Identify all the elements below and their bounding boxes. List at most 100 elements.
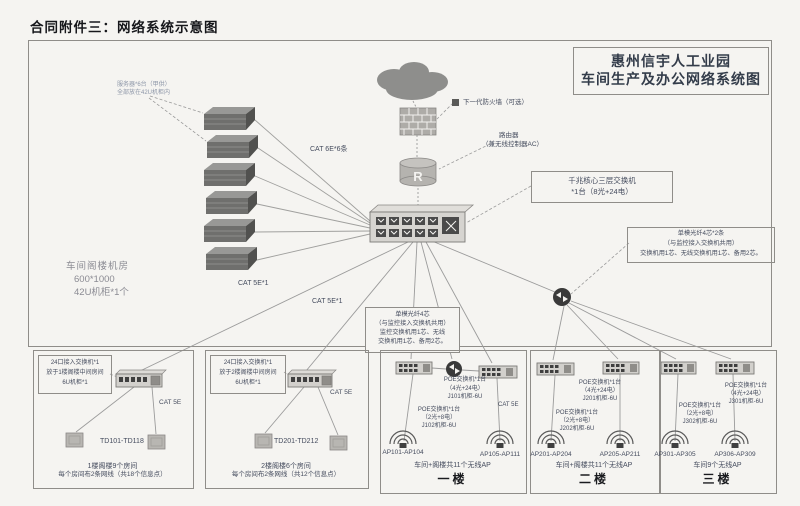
floor2-ap-left-range: AP201-AP204	[530, 451, 572, 458]
room-note-line2: 600*1000	[74, 274, 115, 285]
fiber-note-center-box: 单模光纤4芯 （与监控接入交换机共用） 监控交换机用1芯、无线 交换机用1芯、备…	[365, 307, 460, 353]
poe-switch-icon	[478, 365, 518, 379]
floor2-poe-right-line1: POE交换机*1台	[578, 380, 622, 386]
floor1-poe-left-line1: POE交换机*1台	[417, 407, 461, 413]
floor3-caption: 车间9个无线AP	[693, 462, 742, 469]
attic1-cable-label: CAT 5E	[159, 399, 182, 406]
wall-outlet-icon	[147, 434, 166, 450]
floor2-caption: 车间+阁楼共11个无线AP	[555, 462, 633, 469]
diagram-title-line2: 车间生产及办公网络系统图	[581, 71, 761, 87]
firewall-icon	[399, 99, 459, 136]
poe-switch-icon	[536, 362, 575, 376]
floor2-poe-left-line3: J202机柜-6U	[559, 426, 595, 432]
floor1-poe-right-line3: J101机柜-6U	[447, 394, 483, 400]
panel-internal-lines	[75, 367, 736, 442]
floor3-poe-right-line3: J301机柜-6U	[728, 399, 764, 405]
server-icon	[206, 191, 257, 214]
access-switch-icon	[287, 369, 337, 388]
wall-outlet-icon	[329, 435, 348, 451]
poe-switch-icon	[715, 361, 755, 375]
attic1-caption-line1: 1楼阁楼9个房间	[87, 463, 138, 470]
floor-panel-1	[380, 350, 527, 494]
server-icon	[207, 135, 258, 158]
core-switch-label-line1: 千兆核心三层交换机	[568, 176, 636, 185]
attic1-port-range: TD101-TD118	[100, 438, 144, 445]
cat6-cable-label: CAT 6E*6条	[310, 146, 348, 153]
fiber-note-center-line2: （与监控接入交换机共用）	[375, 320, 450, 327]
wifi-ap-icon	[389, 430, 417, 448]
floor2-poe-right-line3: J201机柜-6U	[582, 396, 618, 402]
core-switch-label-line2: *1台（8光+24电）	[571, 187, 633, 196]
floor2-ap-right-range: AP205-AP211	[599, 451, 641, 458]
server-note-line1: 服务器*6台（甲供）	[117, 82, 171, 88]
attic2-note-line2: 放于2楼阁楼中间房间	[219, 370, 277, 376]
router-icon: R	[399, 157, 437, 187]
label-leader-lines	[109, 95, 630, 379]
wall-outlet-icon	[254, 433, 273, 449]
floor2-poe-left-line2: （2光+8电）	[559, 418, 595, 424]
floor2-poe-left-line1: POE交换机*1台	[555, 410, 599, 416]
floor2-title: 二楼	[578, 472, 609, 486]
page-title: 合同附件三：网络系统示意图	[30, 20, 219, 35]
floor3-poe-left-line3: J302机柜-6U	[682, 419, 718, 425]
server-icon	[206, 247, 257, 270]
attic1-note-line3: 6U机柜*1	[62, 380, 88, 386]
cat5-label-left: CAT 5E*1	[238, 280, 269, 287]
fiber-note-right-box: 单模光纤4芯*2条 （与监控接入交换机共用） 交换机用1芯、无线交换机用1芯、备…	[627, 227, 775, 263]
server-icon	[204, 107, 255, 130]
floor1-title: 一楼	[437, 472, 468, 486]
attic1-switch-note-box: 24口接入交换机*1 放于1楼阁楼中间房间 6U机柜*1	[38, 355, 112, 394]
fiber-note-center-line1: 单模光纤4芯	[395, 311, 430, 318]
server-icon	[204, 163, 255, 186]
attic2-caption-line2: 每个房间布2条网线（共12个信息点）	[231, 471, 341, 478]
floor3-ap-left-range: AP301-AP305	[654, 451, 696, 458]
floor1-ap-left-range: AP101-AP104	[382, 449, 424, 456]
attic2-port-range: TD201-TD212	[274, 438, 319, 445]
poe-switch-icon	[602, 361, 640, 375]
floor3-poe-right-line2: （4光+24电）	[727, 391, 765, 397]
wifi-ap-icon	[486, 430, 514, 448]
fiber-note-center-line4: 交换机用1芯、备用2芯。	[378, 338, 447, 345]
floor2-poe-right-line2: （4光+24电）	[581, 388, 619, 394]
internet-cloud-icon	[377, 62, 448, 100]
wan-chain-lines	[412, 100, 419, 210]
fiber-note-right-line3: 交换机用1芯、无线交换机用1芯、备用2芯。	[640, 250, 762, 257]
room-note-line3: 42U机柜*1个	[74, 287, 129, 298]
floor1-poe-left-line3: J102机柜-6U	[421, 423, 457, 429]
floor3-title: 三楼	[702, 472, 733, 486]
attic-panel-1	[33, 350, 194, 489]
core-switch-icon	[368, 204, 475, 243]
poe-switch-icon	[660, 361, 697, 375]
diagram-title-line1: 惠州信宇人工业园	[611, 53, 731, 69]
floor3-poe-left-line2: （2光+8电）	[682, 411, 718, 417]
attic1-caption-line2: 每个房间布2条网线（共18个信息点）	[58, 471, 167, 478]
floor1-caption: 车间+阁楼共11个无线AP	[414, 462, 491, 469]
wifi-ap-icon	[721, 430, 749, 448]
access-switch-icon	[115, 369, 167, 388]
floor3-poe-right-line1: POE交换机*1台	[724, 383, 768, 389]
wifi-ap-icon	[537, 430, 565, 448]
wifi-ap-icon	[606, 430, 634, 448]
server-stack-icons	[204, 107, 258, 270]
router-label-line2: （兼无线控制器AC）	[482, 141, 544, 148]
floor1-poe-right-line2: （4光+24电）	[446, 386, 484, 392]
server-note-line2: 全部放在42U机柜内	[117, 90, 171, 96]
server-icon	[204, 219, 255, 242]
fiber-converter-icon	[446, 361, 462, 377]
attic2-note-line1: 24口接入交换机*1	[223, 360, 273, 366]
attic-panel-2	[205, 350, 369, 489]
fiber-note-right-line2: （与监控接入交换机共用）	[663, 240, 739, 247]
attic2-note-line3: 6U机柜*1	[235, 380, 261, 386]
diagram-title-box: 惠州信宇人工业园 车间生产及办公网络系统图	[573, 47, 769, 95]
attic1-note-line2: 放于1楼阁楼中间房间	[46, 370, 104, 376]
router-label-line1: 路由器	[499, 132, 519, 139]
room-note-line1: 车间阁楼机房	[66, 261, 130, 272]
firewall-label: 下一代防火墙（可选）	[463, 99, 528, 106]
attic2-caption-line1: 2楼阁楼6个房间	[261, 463, 311, 470]
floor3-poe-left-line1: POE交换机*1台	[678, 403, 722, 409]
server-uplink-lines	[254, 119, 371, 261]
attic1-note-line1: 24口接入交换机*1	[50, 360, 100, 366]
floor1-cable-label: CAT 5E	[498, 402, 519, 408]
